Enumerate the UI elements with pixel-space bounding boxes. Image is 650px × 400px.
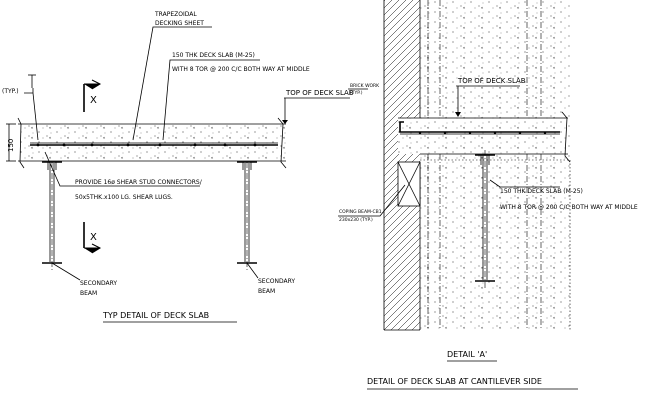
right-detail: TOP OF DECK SLAB COPING BEAM-CB1 230x230… [338, 0, 638, 390]
right-slab-spec-2: WITH 8 TOR @ 200 C/C BOTH WAY AT MIDDLE [500, 204, 638, 211]
left-slab-spec-2: WITH 8 TOR @ 200 C/C BOTH WAY AT MIDDLE [172, 66, 310, 73]
shear-stud-leader [44, 151, 200, 187]
secondary-beam-left-label-1: SECONDARY [80, 280, 117, 287]
coping-beam [397, 161, 421, 207]
secondary-beam-right-label-2: BEAM [258, 288, 275, 295]
coping-label-1: COPING BEAM-CB1 [339, 209, 382, 215]
steel-beam [475, 150, 495, 290]
left-detail-title: TYP DETAIL OF DECK SLAB [102, 311, 209, 320]
deck-slab [17, 117, 287, 169]
typ-label: (TYP.) [2, 88, 19, 95]
left-top-of-deck: TOP OF DECK SLAB [285, 89, 354, 97]
dimension-text: 150 [7, 139, 15, 152]
dimension-150: 150 [6, 123, 16, 162]
left-slab-spec-1: 150 THK DECK SLAB (M-25) [172, 52, 255, 59]
section-x-top: X [90, 95, 97, 106]
typ-leader [24, 88, 39, 141]
secondary-beam-left-label-2: BEAM [80, 290, 97, 297]
right-top-of-deck: TOP OF DECK SLAB [457, 77, 526, 85]
shear-stud-text-1: PROVIDE 16ø SHEAR STUD CONNECTORS/ [75, 179, 203, 186]
trapezoidal-label-2: DECKING SHEET [155, 20, 204, 27]
secondary-beam-right [237, 161, 257, 272]
right-detail-title: DETAIL OF DECK SLAB AT CANTILEVER SIDE [367, 377, 542, 386]
right-slab-spec-leader [489, 179, 560, 188]
detail-a-label: DETAIL 'A' [447, 350, 487, 359]
slab-spec-leader [162, 59, 260, 141]
section-mark-top: X [83, 79, 102, 112]
rebar-dots [36, 143, 257, 147]
left-detail: 150 (TYP.) X X [2, 11, 380, 323]
coping-label-2: 230x230 (TYP.) [339, 217, 373, 223]
trapezoidal-leader [132, 26, 212, 141]
trapezoidal-label-1: TRAPEZOIDAL [154, 11, 197, 18]
section-mark-bottom: X [83, 222, 102, 254]
brick-typ-label: (TYP.) [350, 90, 363, 96]
cantilever-slab [398, 111, 571, 163]
secondary-beam-right-label-1: SECONDARY [258, 278, 295, 285]
secondary-beam-left [42, 161, 62, 272]
right-slab-spec-1: 150 THK DECK SLAB (M-25) [500, 188, 583, 195]
column-zone [420, 0, 570, 330]
shear-stud-text-2: 50x5THK.x100 LG. SHEAR LUGS. [75, 194, 173, 201]
brick-work-label: BRICK WORK [350, 83, 380, 89]
section-x-bottom: X [90, 232, 97, 243]
